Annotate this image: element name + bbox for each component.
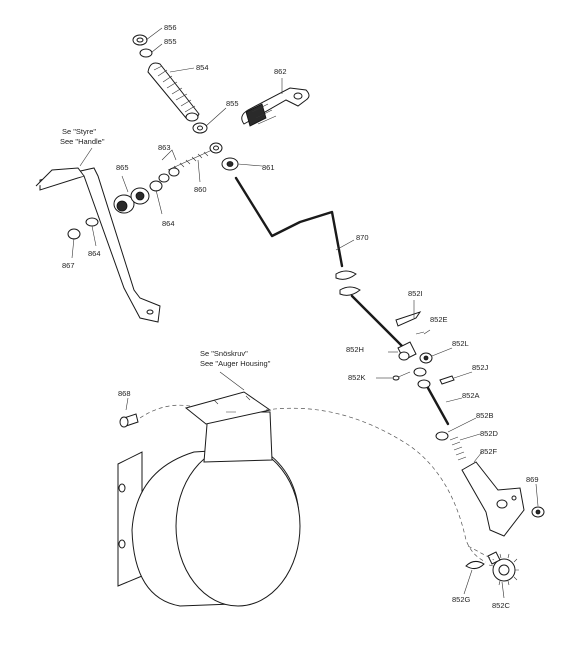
- label-852E: 852E: [430, 315, 448, 324]
- label-852A: 852A: [462, 391, 480, 400]
- knob-862: [241, 87, 310, 127]
- label-860: 860: [194, 185, 207, 194]
- label-852J: 852J: [472, 363, 489, 372]
- pin-852J: [439, 375, 455, 385]
- auger-note-line2: See "Auger Housing": [200, 359, 271, 368]
- nut-869: [531, 506, 545, 518]
- label-869: 869: [526, 475, 539, 484]
- pulley-865: [113, 187, 150, 214]
- gear-852C: [487, 551, 519, 586]
- washers-863: [158, 167, 180, 183]
- auger-housing: [117, 391, 301, 607]
- label-864-left: 864: [88, 249, 101, 258]
- label-856: 856: [164, 23, 177, 32]
- washer-864-left: [85, 217, 99, 227]
- spring-863: [167, 149, 213, 171]
- bolt-852K: [392, 371, 411, 381]
- leader-lines: [71, 27, 539, 599]
- spring-852D: [449, 436, 467, 461]
- rod-852A: [426, 386, 450, 426]
- eye-bolt-860: [209, 142, 223, 154]
- label-852H: 852H: [346, 345, 364, 354]
- label-852D: 852D: [480, 429, 499, 438]
- label-852G: 852G: [452, 595, 471, 604]
- bolt-868: [119, 413, 139, 428]
- label-861: 861: [262, 163, 275, 172]
- label-852C: 852C: [492, 601, 511, 610]
- label-862: 862: [274, 67, 287, 76]
- handle-note-line1: Se "Styre": [62, 127, 96, 136]
- label-855-mid: 855: [226, 99, 239, 108]
- washer-856: [132, 34, 148, 46]
- nut-867: [67, 228, 81, 240]
- label-852L: 852L: [452, 339, 469, 348]
- collar-852: [413, 367, 431, 389]
- bracket-852F: [461, 461, 525, 537]
- label-854: 854: [196, 63, 209, 72]
- handle-bracket: [35, 167, 161, 323]
- washer-864-right: [149, 180, 163, 192]
- handle-note-line2: See "Handle": [60, 137, 105, 146]
- grip-854: [147, 62, 200, 122]
- label-864-right: 864: [162, 219, 175, 228]
- label-867: 867: [62, 261, 75, 270]
- clip-852G: [465, 560, 485, 570]
- collar-852L: [419, 352, 433, 364]
- label-852I: 852I: [408, 289, 423, 298]
- dashed-line-852C: [467, 545, 495, 561]
- label-852F: 852F: [480, 447, 498, 456]
- dashed-line-868: [139, 404, 191, 419]
- auger-note-line1: Se "Snöskruv": [200, 349, 248, 358]
- dashed-line-housing: [265, 407, 487, 563]
- label-865: 865: [116, 163, 129, 172]
- label-855-top: 855: [164, 37, 177, 46]
- washer-855-mid: [192, 122, 208, 134]
- label-870: 870: [356, 233, 369, 242]
- label-852B: 852B: [476, 411, 494, 420]
- label-863: 863: [158, 143, 171, 152]
- label-852K: 852K: [348, 373, 366, 382]
- washer-855-top: [139, 48, 153, 58]
- pin-852E: [415, 331, 425, 335]
- nut-861: [221, 157, 239, 171]
- cotter-pin-852I: [395, 311, 422, 327]
- crank-rod-870: [234, 176, 404, 348]
- label-868: 868: [118, 389, 131, 398]
- coupling-852H: [397, 341, 417, 361]
- washer-852B: [435, 431, 449, 441]
